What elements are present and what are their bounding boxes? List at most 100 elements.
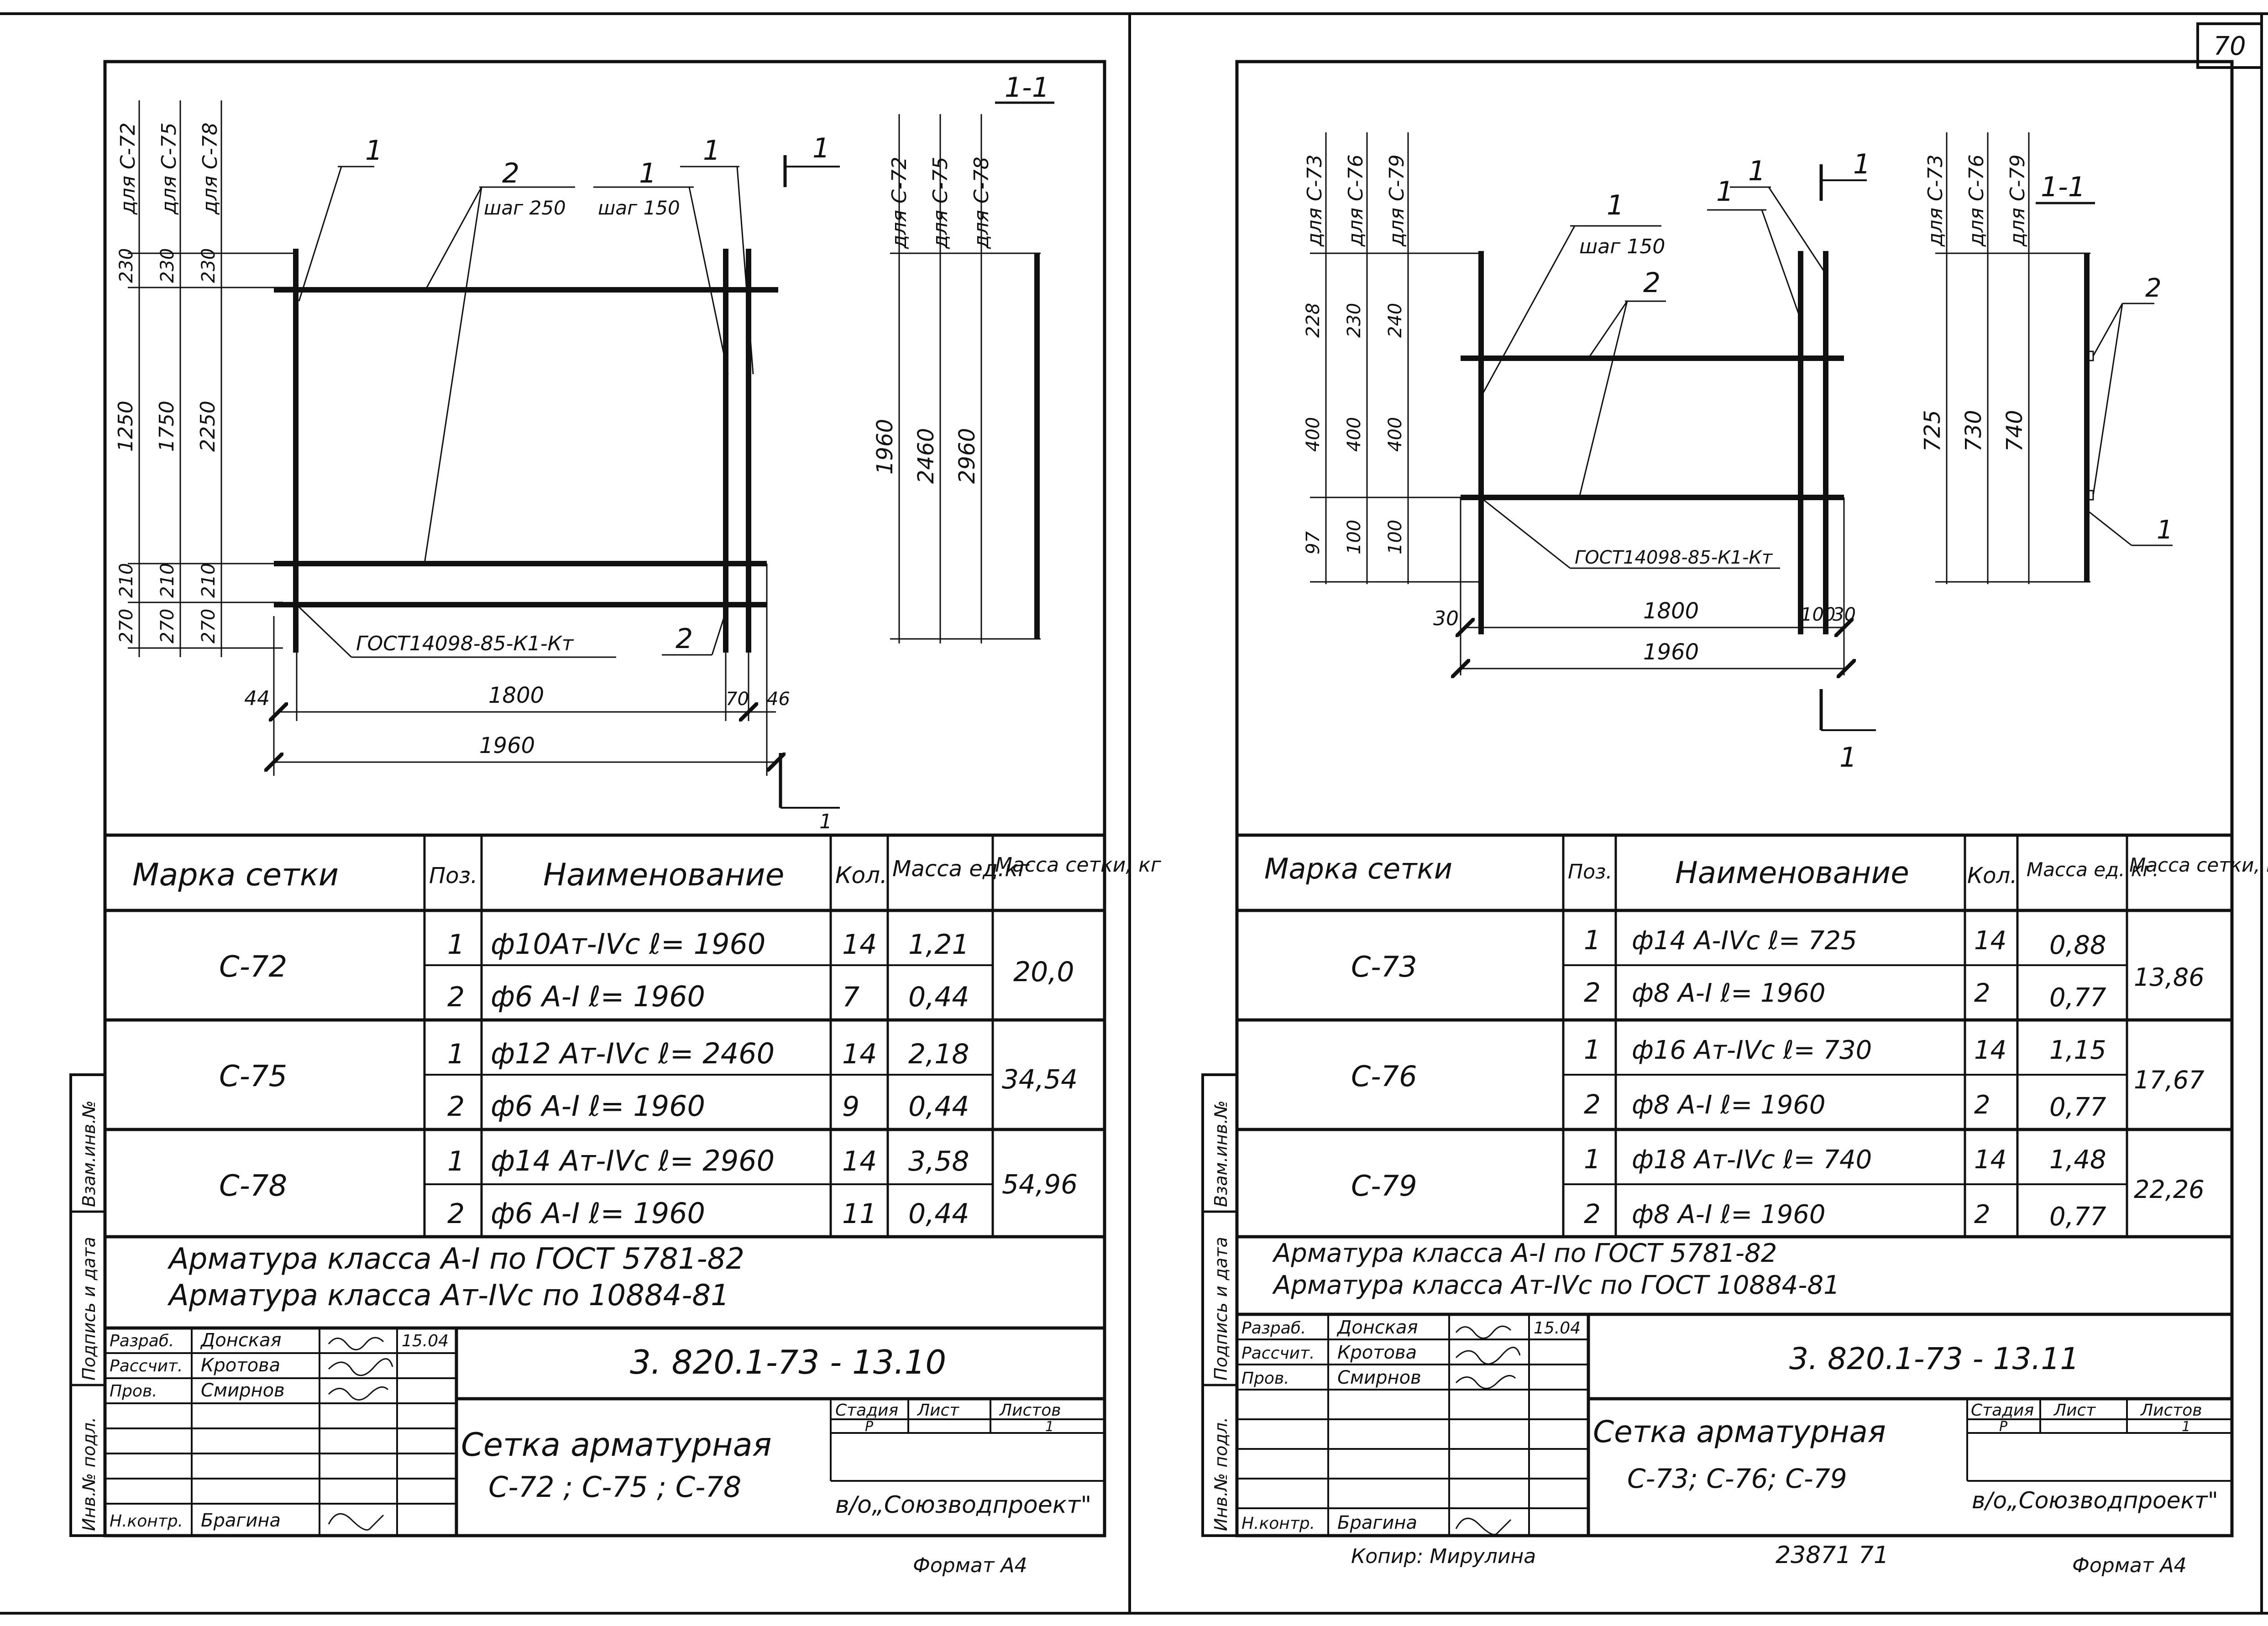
r-row-name-2-1: ф16 Ат-IVс ℓ= 730: [1632, 1035, 1872, 1065]
r-dim-bot-2: 100: [1344, 520, 1365, 554]
r-callout-1r: 1: [2157, 515, 2173, 545]
r-dim-mid-3: 400: [1385, 417, 1406, 452]
step-150: шаг 150: [598, 197, 680, 219]
r-row-qty-1-1: 14: [1974, 926, 2006, 956]
dim-44: 44: [244, 687, 270, 710]
r-doc-code: 3. 820.1-73 - 13.11: [1789, 1341, 2079, 1376]
r-dim-top-1: 228: [1303, 303, 1324, 338]
r-row-mass-1-2: 0,77: [2049, 983, 2106, 1013]
row-pos-1-1: 1: [447, 929, 465, 961]
r-row-pos-1-1: 1: [1584, 925, 1601, 956]
r-row-name-3-2: ф8 А-I ℓ= 1960: [1632, 1200, 1826, 1229]
r-dim-header-1: для С-73: [1303, 154, 1326, 247]
spec-table: [105, 833, 1105, 1239]
r-callout-1b: 1: [1716, 176, 1734, 208]
r-row-pos-1-2: 2: [1584, 977, 1601, 1008]
row-mark-3: С-78: [219, 1169, 287, 1203]
sheets-header: Листов: [999, 1401, 1061, 1420]
cut-label-bottom: 1: [819, 810, 832, 833]
row-pos-3-2: 2: [447, 1198, 465, 1230]
r-stage-value: Р: [1999, 1419, 2008, 1435]
dim-1800: 1800: [488, 683, 544, 708]
format-label: Формат А4: [913, 1554, 1027, 1577]
r-doc-title: Сетка арматурная: [1593, 1414, 1886, 1449]
dim-top-3: 230: [198, 248, 219, 283]
side-strip: [69, 1073, 106, 1537]
dim-top-1: 230: [116, 248, 137, 283]
right-dim-1: 1960: [872, 419, 898, 475]
r-dim-1800: 1800: [1643, 598, 1699, 624]
stamp-name-7: Брагина: [201, 1510, 281, 1531]
r-stamp-role-3: Пров.: [1241, 1369, 1289, 1388]
side-label-2: Подпись и дата: [79, 1237, 99, 1380]
r-row-pos-3-1: 1: [1584, 1144, 1601, 1175]
row-mass-3-1: 3,58: [908, 1145, 969, 1177]
r-row-mass-1-1: 0,88: [2049, 931, 2106, 960]
r-row-mass-3-2: 0,77: [2049, 1202, 2106, 1232]
th-mass: Масса ед.кг: [892, 856, 1030, 882]
r-doc-subtitle: С-73; С-76; С-79: [1627, 1463, 1847, 1494]
r-format-label: Формат А4: [2072, 1554, 2187, 1577]
r-cut-label-bottom: 1: [1839, 742, 1857, 774]
page-number: 70: [2213, 31, 2246, 61]
stage-header: Стадия: [835, 1401, 898, 1420]
r-note-2: Арматура класса Ат-IVс по ГОСТ 10884-81: [1272, 1270, 1840, 1300]
mesh-drawing: [274, 249, 778, 653]
signature-7: [328, 1513, 384, 1531]
cut-label-top: 1: [812, 132, 830, 164]
side-strip-r: [1201, 1073, 1238, 1537]
title-block: [105, 1326, 1105, 1536]
r-dim-30a: 30: [1433, 607, 1459, 630]
r-th-total: Масса сетки, кг: [2129, 854, 2268, 876]
row-mass-1-2: 0,44: [908, 981, 969, 1013]
r-right-header-1: для С-73: [1924, 154, 1947, 247]
stamp-role-3: Пров.: [110, 1382, 157, 1401]
signature-2: [328, 1358, 393, 1376]
dim-70: 70: [726, 689, 749, 710]
dim-header-3: для С-78: [199, 122, 222, 215]
r-row-mark-1: С-73: [1351, 950, 1417, 983]
r-order: 23871 71: [1776, 1542, 1889, 1569]
r-callout-1a: 1: [1607, 189, 1624, 221]
r-row-mark-2: С-76: [1351, 1060, 1417, 1093]
r-right-header-3: для С-79: [2006, 154, 2029, 247]
right-dim-3: 2960: [954, 428, 980, 484]
r-dim-30b: 30: [1833, 604, 1856, 625]
r-stamp-name-2: Кротова: [1337, 1342, 1417, 1363]
r-dim-bot-3: 100: [1385, 520, 1406, 554]
r-side-label-2: Подпись и дата: [1211, 1237, 1231, 1380]
r-side-label-3: Инв.№ подл.: [1211, 1417, 1231, 1531]
th-pos: Поз.: [429, 863, 477, 889]
section-mark: 1-1: [1005, 72, 1049, 104]
row-qty-1-1: 14: [842, 929, 877, 961]
th-qty: Кол.: [835, 862, 887, 889]
r-row-qty-3-2: 2: [1974, 1200, 1990, 1229]
r-row-name-3-1: ф18 Ат-IVс ℓ= 740: [1632, 1145, 1872, 1175]
stamp-role-1: Разраб.: [110, 1332, 174, 1350]
sheet-header: Лист: [917, 1401, 959, 1420]
stage-value: Р: [865, 1419, 874, 1435]
r-row-mass-2-2: 0,77: [2049, 1093, 2106, 1122]
r-sheets-value: 1: [2182, 1419, 2190, 1435]
row-pos-2-2: 2: [447, 1091, 465, 1123]
stamp-name-2: Кротова: [201, 1355, 280, 1376]
r-row-mass-2-1: 1,15: [2049, 1035, 2106, 1065]
row-qty-2-1: 14: [842, 1038, 877, 1070]
r-th-mark: Марка сетки: [1264, 852, 1452, 885]
doc-subtitle: С-72 ; С-75 ; С-78: [488, 1470, 741, 1504]
r-row-qty-2-2: 2: [1974, 1090, 1990, 1120]
side-label-1: Взам.инв.№: [79, 1100, 99, 1207]
r-callout-1c: 1: [1748, 155, 1765, 187]
r-dim-bot-1: 97: [1303, 531, 1324, 554]
r-stage-header: Стадия: [1971, 1401, 2034, 1420]
doc-title: Сетка арматурная: [461, 1426, 772, 1464]
callout-1a: 1: [365, 135, 382, 167]
th-name: Наименование: [543, 857, 784, 893]
dim-bot-3: 270: [198, 609, 219, 643]
r-row-mass-3-1: 1,48: [2049, 1145, 2106, 1175]
dim-46: 46: [767, 689, 790, 710]
r-row-pos-2-2: 2: [1584, 1089, 1601, 1120]
right-dim-2: 2460: [913, 428, 939, 484]
r-step-150: шаг 150: [1579, 235, 1665, 258]
th-mark: Марка сетки: [132, 857, 339, 893]
